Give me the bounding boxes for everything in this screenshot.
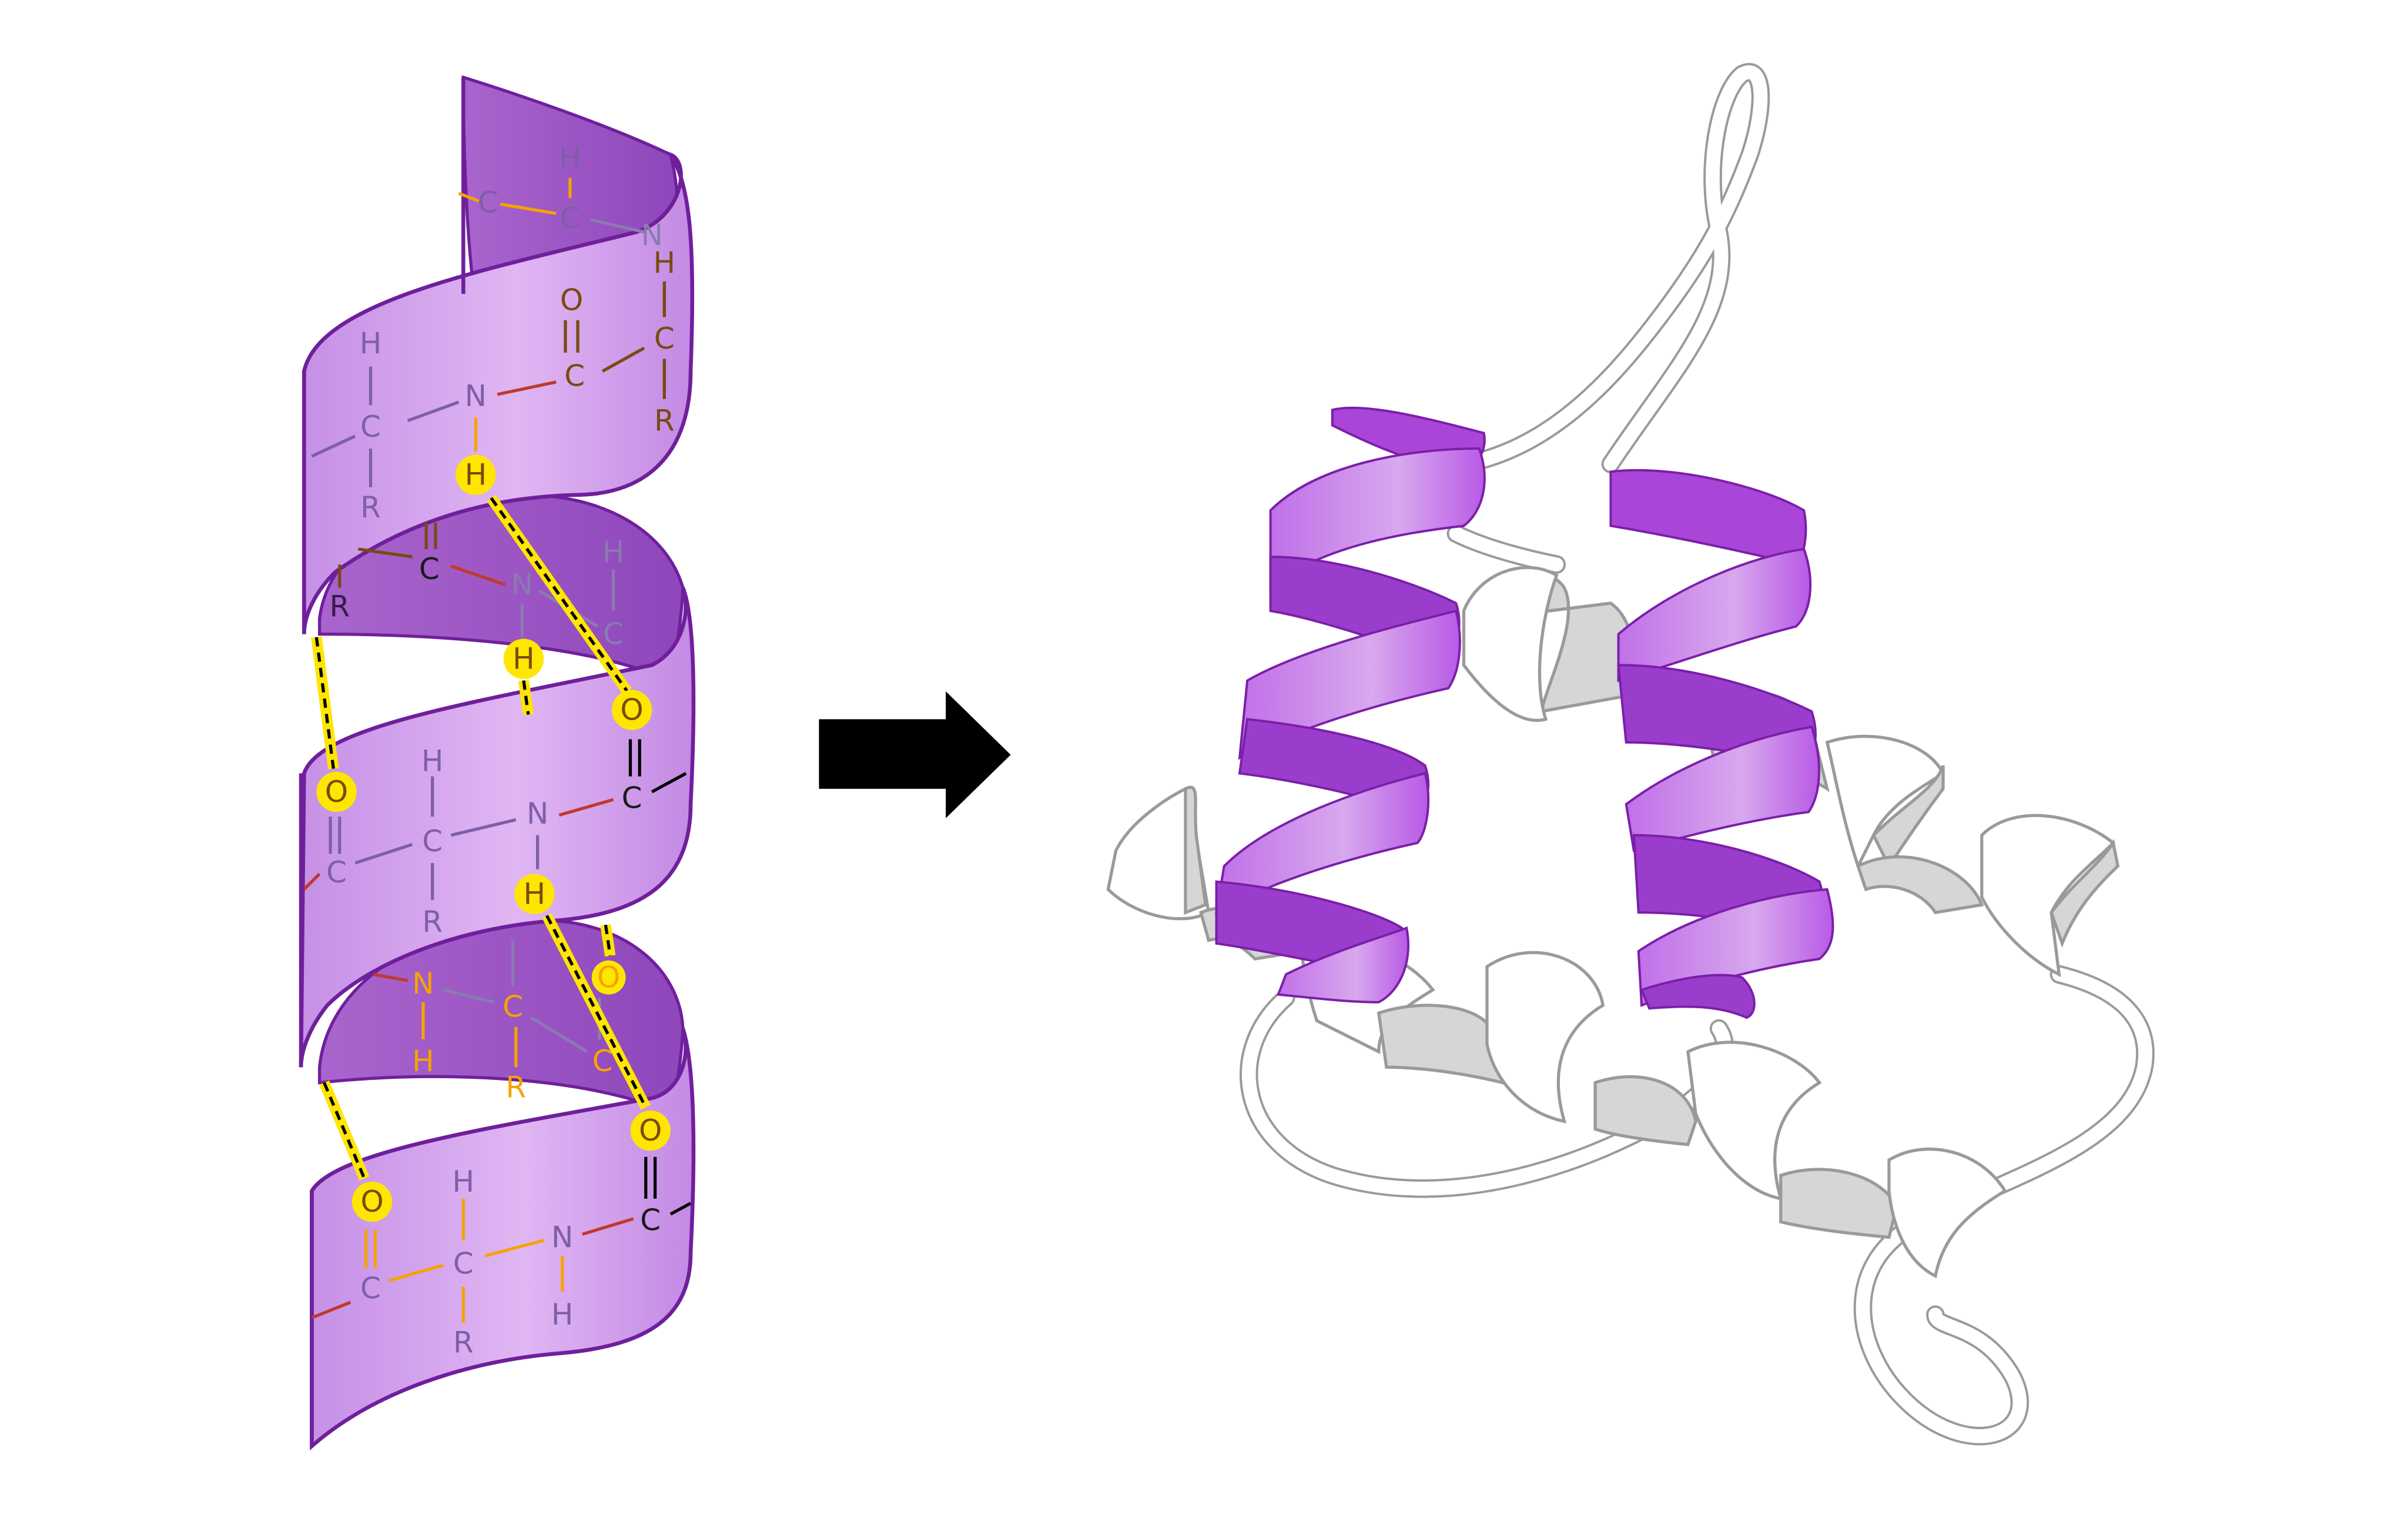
atom-h: H (412, 1044, 434, 1078)
atom-c: C (622, 781, 642, 815)
hbond-o-5 (351, 1181, 393, 1222)
hydrogen-bonds (311, 494, 651, 1181)
atom-r: R (329, 589, 350, 623)
atom-n: N (412, 966, 434, 1001)
atom-r: R (505, 1070, 526, 1104)
atom-c: C (419, 552, 440, 586)
atom-n: N (641, 218, 663, 252)
atom-h: H (551, 1297, 574, 1332)
atom-r: R (422, 905, 443, 939)
atom-h: H (513, 642, 535, 676)
atom-o: O (360, 1185, 383, 1219)
atom-h: H (654, 246, 676, 280)
atom-r: R (654, 404, 675, 438)
atom-h: H (360, 326, 382, 360)
backbone-bonds (303, 178, 692, 1323)
atom-c: C (453, 1246, 474, 1280)
atom-h: H (524, 877, 546, 911)
atom-c: C (640, 1203, 661, 1238)
atom-n: N (511, 567, 533, 601)
atom-n: N (465, 379, 487, 413)
atom-o: O (560, 283, 583, 317)
atom-c: C (592, 1044, 613, 1078)
atom-o: O (597, 961, 620, 995)
atom-c: C (360, 410, 381, 444)
atom-h: H (602, 535, 625, 569)
ribbon-segment-3 (310, 1028, 696, 1451)
atom-labels: C H C N H C R O C N H C R H R C N H C H … (325, 141, 675, 1359)
atom-h: H (453, 1165, 475, 1199)
protein-cartoon (1106, 63, 2155, 1446)
hbond-h-2 (503, 638, 544, 679)
hbond-h-1 (456, 454, 496, 495)
atom-h: H (559, 141, 581, 175)
alpha-helix-ribbon (299, 75, 696, 1451)
atom-o: O (620, 693, 643, 727)
atom-r: R (453, 1326, 474, 1360)
purple-helix-left (1214, 406, 1486, 1004)
atom-c: C (422, 824, 443, 858)
atom-c: C (503, 990, 523, 1024)
atom-n: N (527, 797, 548, 831)
atom-c: C (360, 1271, 381, 1305)
right-arrow-icon (819, 691, 1011, 818)
hbond-o-1 (611, 690, 652, 730)
atom-n: N (551, 1220, 573, 1255)
hbond-h-3 (514, 874, 555, 914)
purple-helix-right (1609, 469, 1834, 1019)
atom-h: H (465, 458, 487, 492)
atom-c: C (326, 855, 347, 889)
atom-o: O (325, 775, 348, 809)
atom-h: H (421, 744, 444, 778)
atom-c: C (478, 186, 498, 220)
hbond-o-4 (630, 1110, 671, 1151)
hbond-o-2 (316, 771, 357, 812)
hbond-atom-circles (316, 454, 671, 1222)
atom-c: C (564, 359, 585, 393)
atom-c: C (603, 617, 624, 651)
atom-r: R (360, 490, 381, 524)
atom-c: C (560, 201, 580, 235)
hbond-o-3 (591, 960, 626, 995)
atom-c: C (654, 322, 675, 356)
atom-o: O (639, 1113, 662, 1148)
